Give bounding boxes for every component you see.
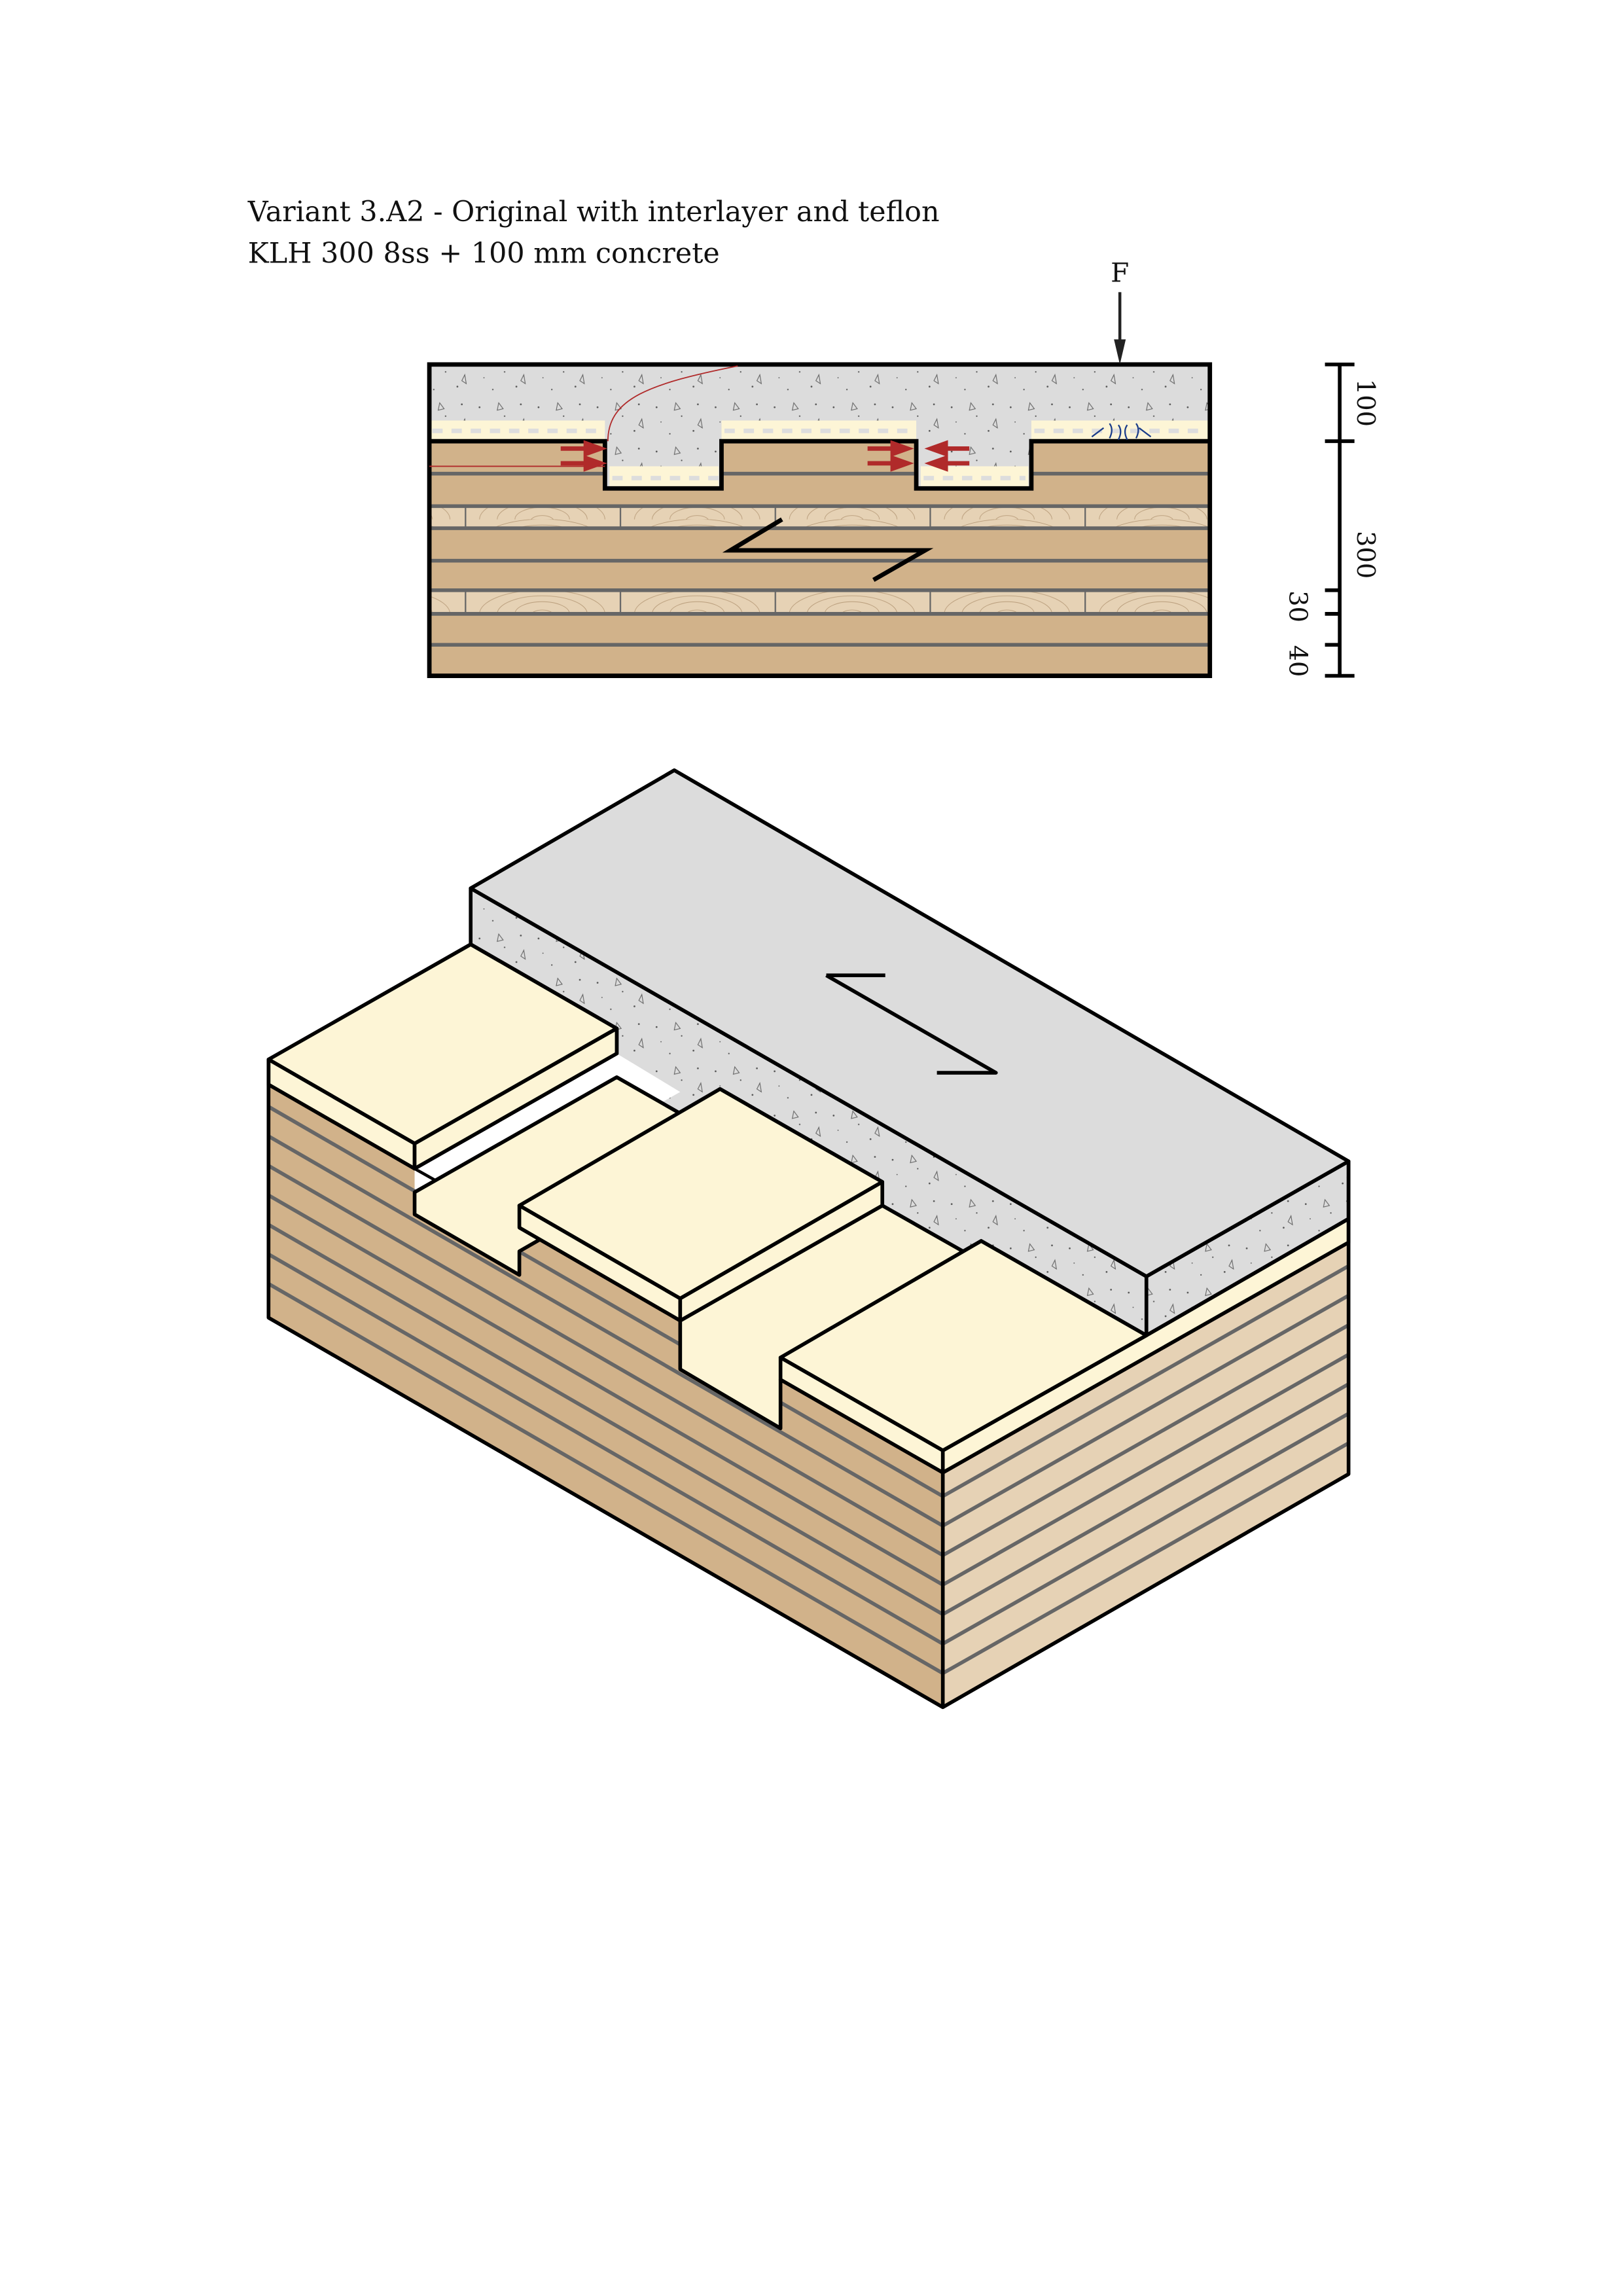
section-outline	[427, 362, 1213, 678]
title-line-2: KLH 300 8ss + 100 mm concrete	[248, 237, 720, 270]
dimension-300: 300	[1351, 531, 1380, 579]
dimension-bar	[1325, 363, 1355, 678]
interlayer	[429, 420, 1210, 487]
front-glue-line	[267, 1134, 944, 1528]
force-label: F	[1111, 257, 1129, 289]
cross-section: F 100 300 30 40	[427, 257, 1380, 678]
front-glue-line	[267, 1105, 944, 1498]
pad-2-side	[678, 1180, 885, 1323]
front-glue-line	[267, 1282, 944, 1676]
break-symbol	[722, 517, 934, 582]
front-glue-line	[267, 1193, 944, 1587]
cross-layer-1	[429, 506, 1210, 529]
side-glue-line	[942, 1353, 1350, 1587]
moisture-arrows-icon	[1091, 423, 1152, 440]
timber-outline	[266, 1059, 1351, 1710]
notch-outline	[429, 439, 1210, 491]
force-arrow-icon	[1114, 339, 1126, 365]
timber-right-face	[942, 1242, 1349, 1708]
pad-1-side	[412, 1026, 619, 1171]
interlayer-pads	[266, 942, 1149, 1475]
title-line-1: Variant 3.A2 - Original with interlayer …	[247, 196, 940, 228]
glue-lines	[429, 471, 1210, 647]
side-glue-line	[942, 1441, 1350, 1676]
dimension-40: 40	[1283, 645, 1312, 677]
isometric-view	[266, 768, 1351, 1710]
side-glue-line	[942, 1323, 1350, 1557]
side-glue-line	[942, 1412, 1350, 1645]
side-glue-line	[942, 1382, 1350, 1616]
break-symbol-iso	[825, 973, 998, 1075]
front-glue-line	[267, 1252, 944, 1645]
dimension-30: 30	[1283, 590, 1312, 622]
force-arrows-icon	[429, 365, 970, 472]
side-glue-line	[942, 1293, 1350, 1528]
cross-layer-2	[429, 590, 1210, 614]
front-glue-line	[267, 1164, 944, 1557]
front-glue-line	[267, 1223, 944, 1616]
dimension-100: 100	[1351, 379, 1380, 427]
timber-glue-lines	[267, 1105, 1350, 1676]
side-glue-line	[942, 1264, 1350, 1498]
